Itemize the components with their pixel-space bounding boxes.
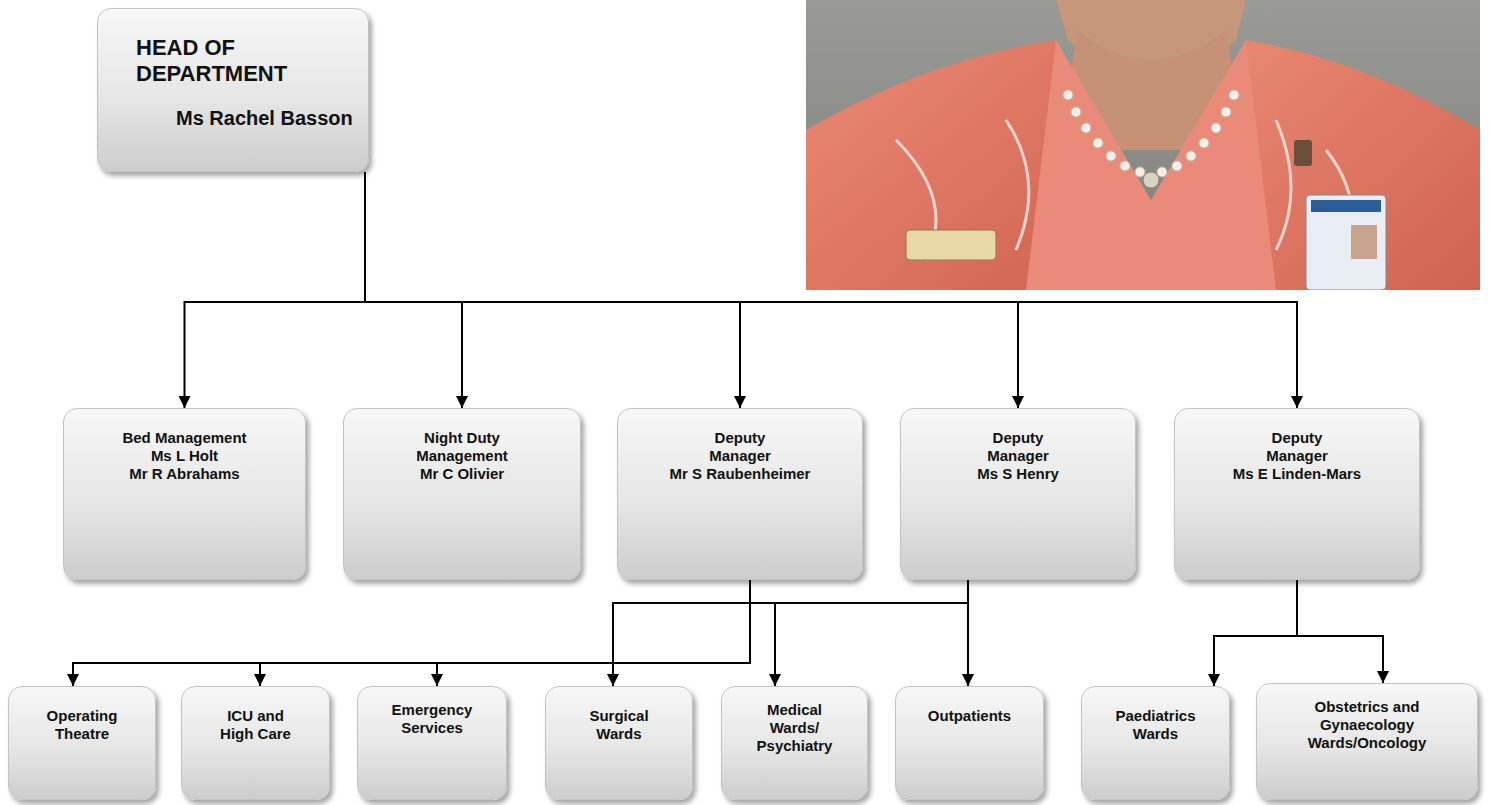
id-card-band	[1311, 200, 1381, 212]
box-heading: Emergency Services	[382, 701, 482, 737]
box-heading: Deputy Manager	[968, 429, 1068, 465]
unit-box: Operating Theatre	[8, 686, 156, 800]
unit-box: Surgical Wards	[545, 686, 693, 800]
box-heading: ICU and High Care	[213, 707, 298, 743]
unit-box: ICU and High Care	[181, 686, 330, 800]
manager-box: Bed ManagementMs L HoltMr R Abrahams	[63, 408, 306, 580]
name-badge	[906, 230, 996, 260]
person-name: Mr R Abrahams	[129, 465, 239, 483]
connector-arrow	[365, 172, 740, 408]
photo-background	[806, 0, 1480, 290]
manager-box: Deputy ManagerMs E Linden-Mars	[1174, 408, 1420, 580]
jacket-embroidery	[896, 120, 1353, 260]
connector-arrow	[365, 172, 1018, 408]
portrait-photo	[806, 0, 1480, 290]
lapel-pin	[1294, 140, 1312, 166]
person-name: Ms L Holt	[151, 447, 218, 465]
unit-box: Medical Wards/ Psychiatry	[721, 686, 868, 800]
connector-arrow	[437, 580, 750, 686]
person-name: Mr S Raubenheimer	[670, 465, 811, 483]
person-name: Mr C Olivier	[420, 465, 504, 483]
connector-arrow	[967, 580, 969, 686]
box-heading: Deputy Manager	[1247, 429, 1347, 465]
box-heading: Surgical Wards	[577, 707, 662, 743]
id-card	[1306, 195, 1386, 290]
id-card-photo	[1351, 225, 1377, 259]
connector-arrow	[1214, 580, 1297, 686]
box-heading: Deputy Manager	[690, 429, 790, 465]
manager-box: Deputy ManagerMr S Raubenheimer	[617, 408, 863, 580]
connector-arrow	[1297, 580, 1383, 683]
connector-arrow	[775, 580, 968, 686]
unit-box: Paediatrics Wards	[1081, 686, 1230, 800]
box-heading: Obstetrics and Gynaecology Wards/Oncolog…	[1297, 698, 1437, 752]
box-heading: HEAD OF DEPARTMENT	[136, 35, 358, 88]
pearl-necklace	[1063, 90, 1239, 177]
person-name: Ms S Henry	[977, 465, 1059, 483]
connector-arrow	[185, 172, 366, 408]
connector-arrow	[260, 580, 750, 686]
unit-box: Outpatients	[895, 686, 1044, 800]
box-heading: Bed Management	[122, 429, 246, 447]
connector-arrow	[613, 580, 968, 686]
unit-box: Obstetrics and Gynaecology Wards/Oncolog…	[1256, 683, 1478, 800]
person-name: Ms E Linden-Mars	[1233, 465, 1361, 483]
head-box: HEAD OF DEPARTMENT Ms Rachel Basson	[97, 8, 369, 172]
connector-arrow	[365, 172, 1297, 408]
box-heading: Outpatients	[928, 707, 1011, 725]
manager-box: Deputy ManagerMs S Henry	[900, 408, 1136, 580]
box-heading: Night Duty Management	[397, 429, 527, 465]
person-name: Ms Rachel Basson	[176, 106, 353, 130]
box-heading: Paediatrics Wards	[1106, 707, 1206, 743]
blouse	[1026, 40, 1276, 290]
pendant	[1143, 172, 1159, 188]
connector-arrow	[365, 172, 462, 408]
box-heading: Medical Wards/ Psychiatry	[747, 701, 842, 755]
box-heading: Operating Theatre	[32, 707, 132, 743]
unit-box: Emergency Services	[357, 686, 507, 800]
manager-box: Night Duty ManagementMr C Olivier	[343, 408, 581, 580]
connector-arrow	[73, 580, 750, 686]
